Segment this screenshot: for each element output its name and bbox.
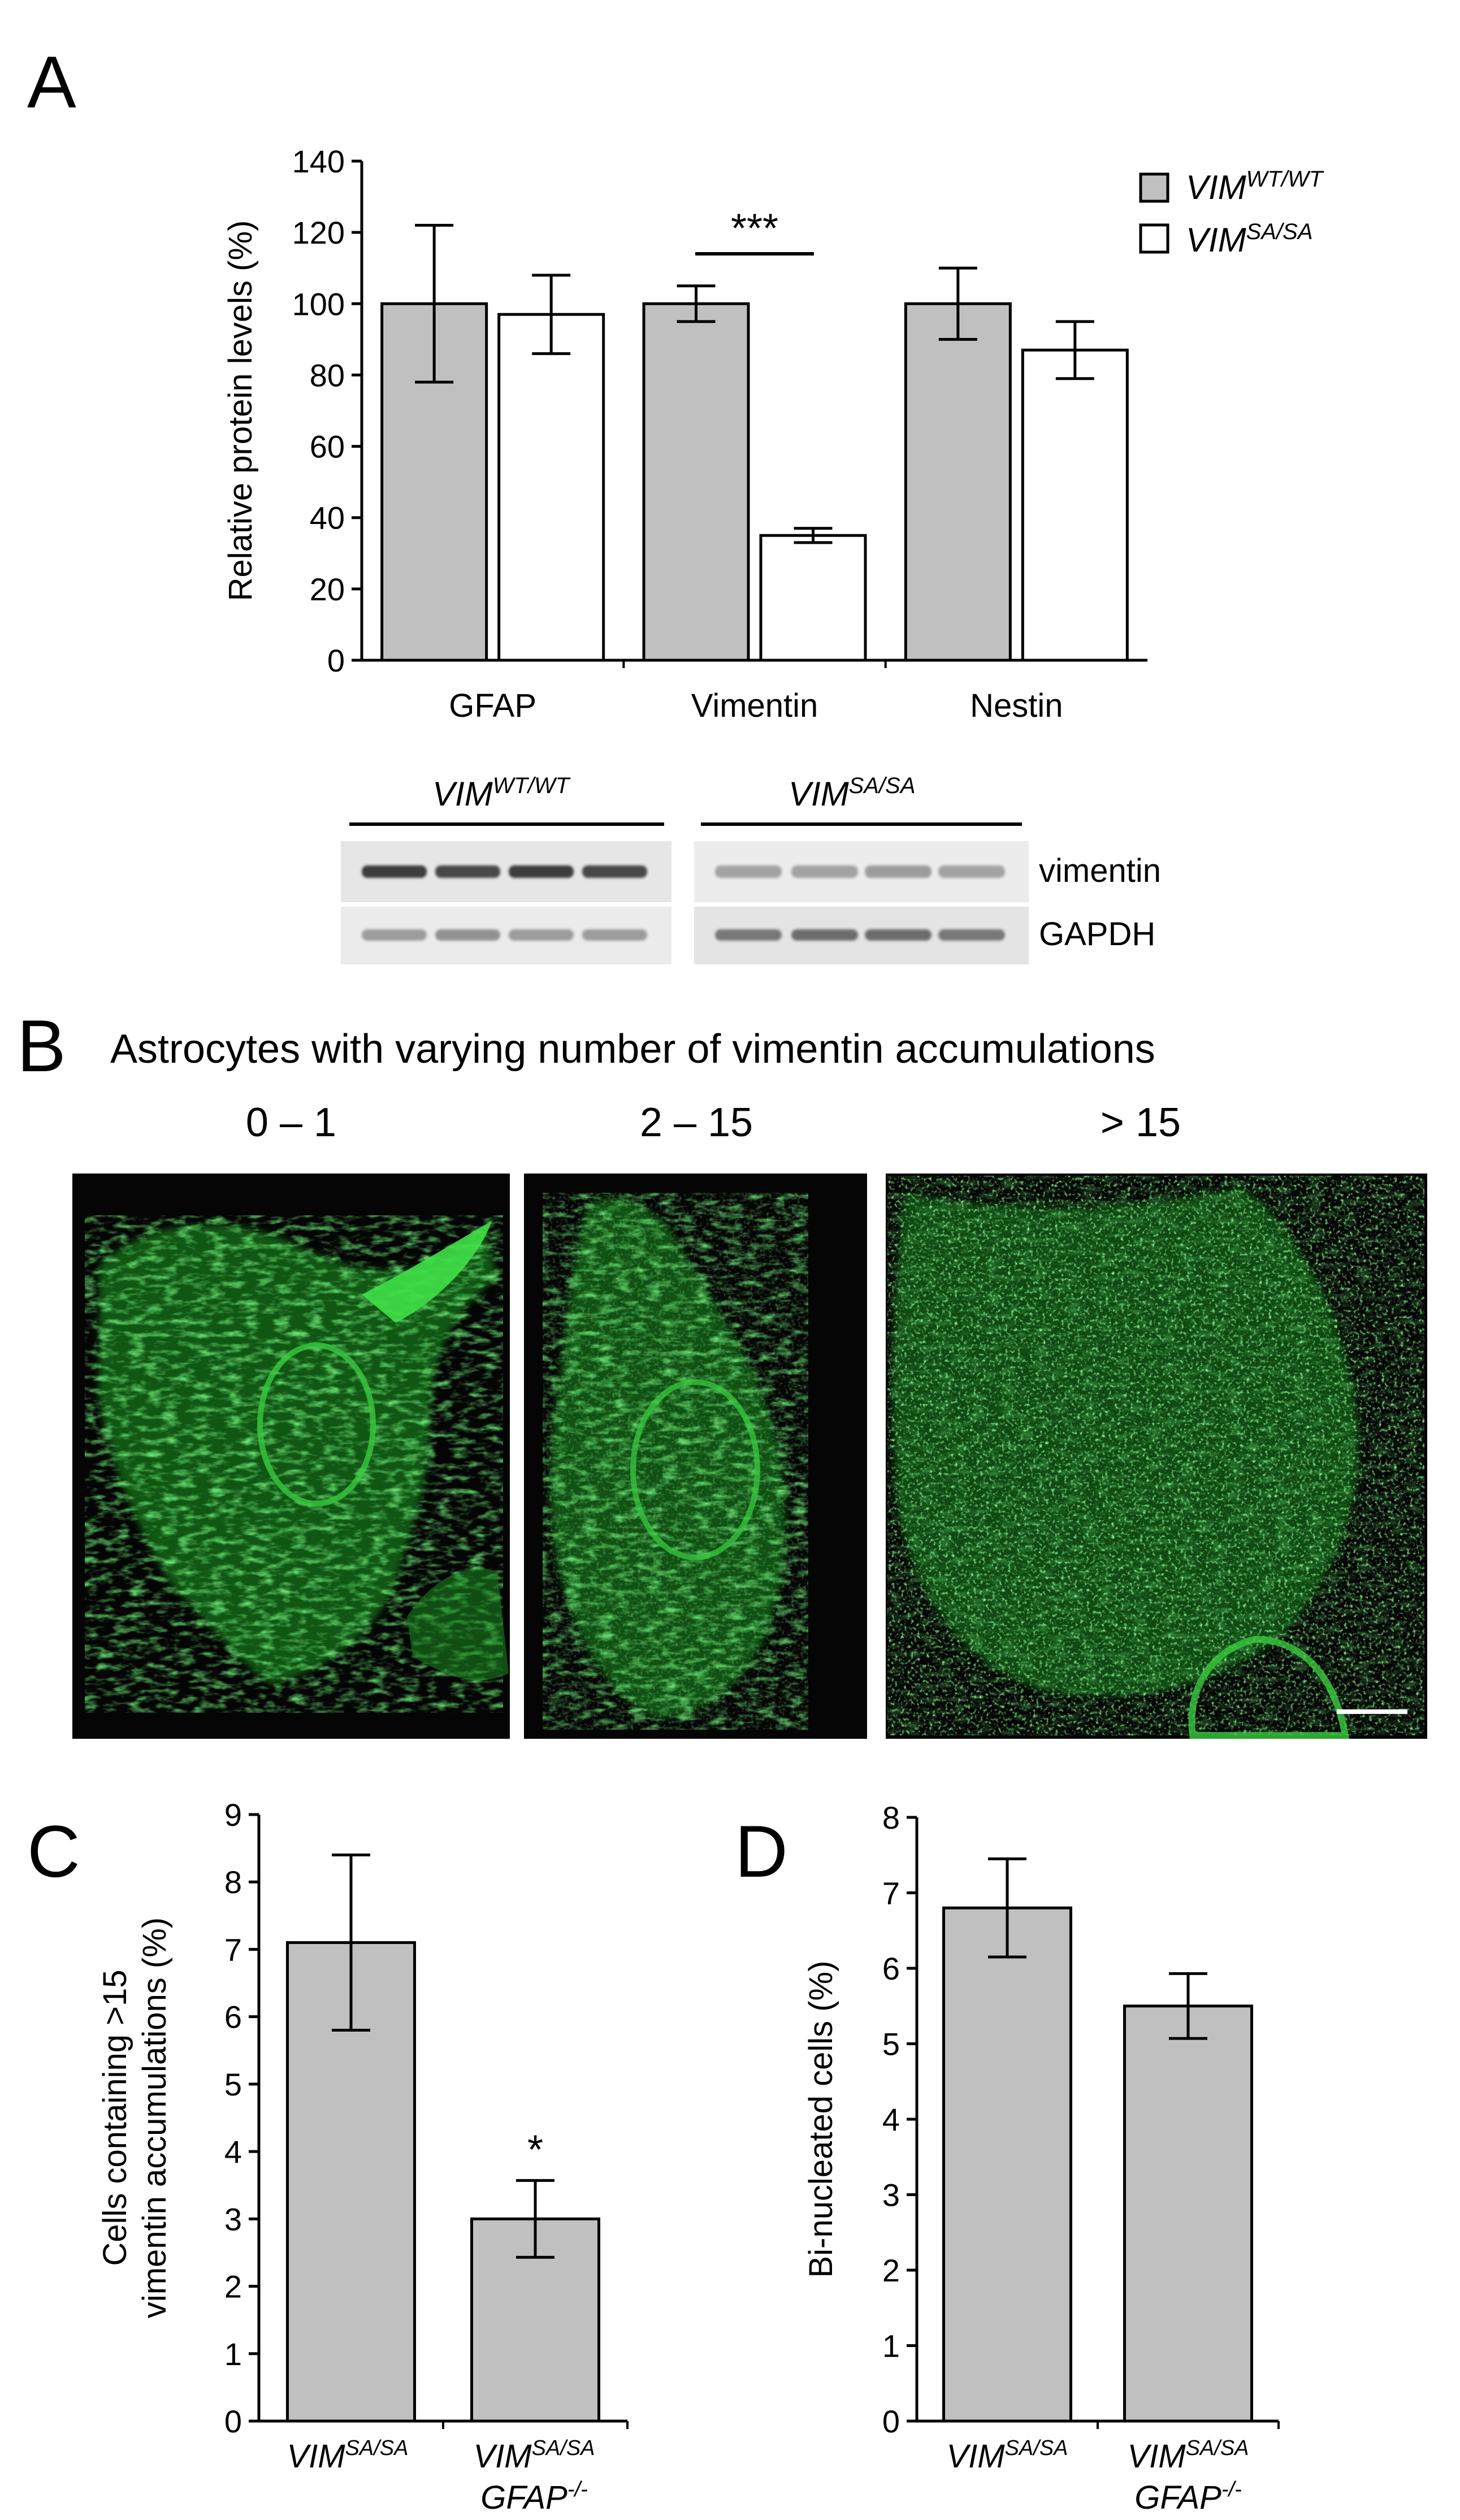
panel-a-bar-sa-gfap [497,313,605,662]
panel-d-y-axis-label: Bi-nucleated cells (%) [803,1961,839,2278]
panel-c-y-tick-label: 2 [224,2269,242,2305]
panel-a-bar-wt-nestin [904,302,1012,662]
blot-row-label-vimentin: vimentin [1039,852,1161,889]
panel-c-category-2-line2: GFAP-/- [480,2478,587,2516]
blot-band-vimentin-wt [362,865,427,878]
panel-c-y-tick-label: 1 [224,2336,242,2372]
panel-b-title: Astrocytes with varying number of viment… [110,1027,1155,1072]
panel-a-y-axis-label: Relative protein levels (%) [222,220,259,601]
panel-d-y-tick-label: 2 [882,2253,900,2288]
panel-a-bar-wt-vimentin [642,302,750,662]
blot-band-vimentin-sa [938,865,1005,878]
chart-panel-d: 0 1 2 3 4 5 6 7 8Bi-nucleated cells (%) [803,1800,1280,2439]
panel-d-y-tick-label: 7 [882,1876,900,1911]
legend-label-wt: VIMWT/WT [1186,167,1324,206]
blot-band-vimentin-sa [865,865,932,878]
micrograph-over-15-accumulations [886,1174,1427,1739]
panel-d-y-tick-label: 1 [882,2328,900,2364]
panel-a-y-tick-label: 100 [292,286,345,322]
panel-d-category-1: VIMSA/SA [946,2436,1068,2475]
panel-a-category-label: Vimentin [691,687,818,724]
legend-swatch-sa [1139,223,1169,254]
blot-group-label-wt: VIMWT/WT [432,773,571,813]
panel-c-y-tick-label: 3 [224,2201,242,2237]
panel-b-column-label-1: 0 – 1 [246,1100,336,1145]
legend-label-sa: VIMSA/SA [1186,219,1313,259]
panel-a-bar-sa-vimentin [759,534,867,662]
panel-a-y-tick-label: 140 [292,144,345,179]
panel-b-column-label-2: 2 – 15 [640,1100,753,1145]
blot-band-gapdh-wt [362,929,427,941]
blot-band-gapdh-wt [582,929,647,941]
legend-swatch-wt [1139,172,1169,203]
panel-letter-a: A [27,41,76,123]
panel-letter-c: C [27,1810,80,1893]
panel-a-y-tick-label: 60 [310,429,345,465]
panel-a-y-tick-label: 80 [310,357,345,393]
blot-row-label-gapdh: GAPDH [1039,916,1155,952]
panel-c-y-axis-label: Cells containing >15 [97,1970,133,2266]
panel-c-y-tick-label: 4 [224,2134,242,2170]
panel-d-bar-2 [1123,2004,1253,2423]
panel-c-y-tick-label: 8 [224,1864,242,1900]
panel-c-category-1: VIMSA/SA [287,2436,408,2475]
blot-band-vimentin-sa [715,865,782,878]
panel-a-y-tick-label: 120 [292,215,345,250]
panel-letter-b: B [17,1004,66,1087]
blot-band-gapdh-sa [791,929,858,941]
panel-letter-d: D [735,1810,788,1893]
panel-d-y-tick-label: 3 [882,2177,900,2213]
blot-band-gapdh-wt [435,929,500,941]
panel-d-y-tick-label: 0 [882,2404,900,2439]
panel-c-significance-label: * [527,2127,543,2172]
panel-d-category-labels: VIMSA/SA VIMSA/SA GFAP-/- [946,2436,1249,2516]
panel-c-y-axis-label: vimentin accumulations (%) [136,1917,173,2318]
panel-c-y-tick-label: 6 [224,1999,242,2035]
panel-d-y-tick-label: 8 [882,1800,900,1835]
panel-d-y-tick-label: 5 [882,2027,900,2062]
blot-band-gapdh-wt [509,929,574,941]
panel-c-y-tick-label: 7 [224,1932,242,1967]
panel-c-bar-2 [470,2217,600,2423]
panel-c-y-tick-label: 9 [224,1797,242,1833]
panel-b-column-label-3: > 15 [1101,1100,1181,1145]
panel-c-category-2: VIMSA/SA [473,2436,595,2475]
blot-bands [362,865,1005,941]
panel-a-y-tick-label: 20 [310,571,345,607]
panel-a-category-label: GFAP [449,687,536,724]
panel-c-category-labels: VIMSA/SA VIMSA/SA GFAP-/- [287,2436,595,2516]
panel-d-category-2-line2: GFAP-/- [1134,2478,1241,2516]
blot-band-vimentin-wt [509,865,574,878]
panel-a-category-label: Nestin [970,687,1063,724]
panel-c-y-tick-label: 5 [224,2067,242,2102]
micrograph-0-1-accumulations [72,1174,510,1739]
micrograph-2-15-accumulations [524,1174,867,1739]
panel-a-significance-label: *** [731,206,778,251]
blot-band-gapdh-sa [715,929,782,941]
panel-d-bar-1 [942,1906,1072,2423]
western-blot: VIMWT/WT VIMSA/SA vimentin GAPDH [341,773,1161,964]
blot-band-gapdh-sa [938,929,1005,941]
panel-a-bar-sa-nestin [1021,348,1129,662]
panel-d-y-tick-label: 4 [882,2102,900,2137]
panel-a-y-tick-label: 0 [327,643,345,678]
panel-d-y-tick-label: 6 [882,1951,900,1986]
panel-d-category-2: VIMSA/SA [1127,2436,1249,2475]
panel-c-y-tick-label: 0 [224,2404,242,2439]
blot-band-vimentin-wt [582,865,647,878]
blot-group-label-sa: VIMSA/SA [789,773,916,813]
legend-panel-a: VIMWT/WT VIMSA/SA [1139,167,1324,259]
blot-band-vimentin-sa [791,865,858,878]
panel-a-y-tick-label: 40 [310,500,345,536]
blot-band-vimentin-wt [435,865,500,878]
blot-band-gapdh-sa [865,929,932,941]
